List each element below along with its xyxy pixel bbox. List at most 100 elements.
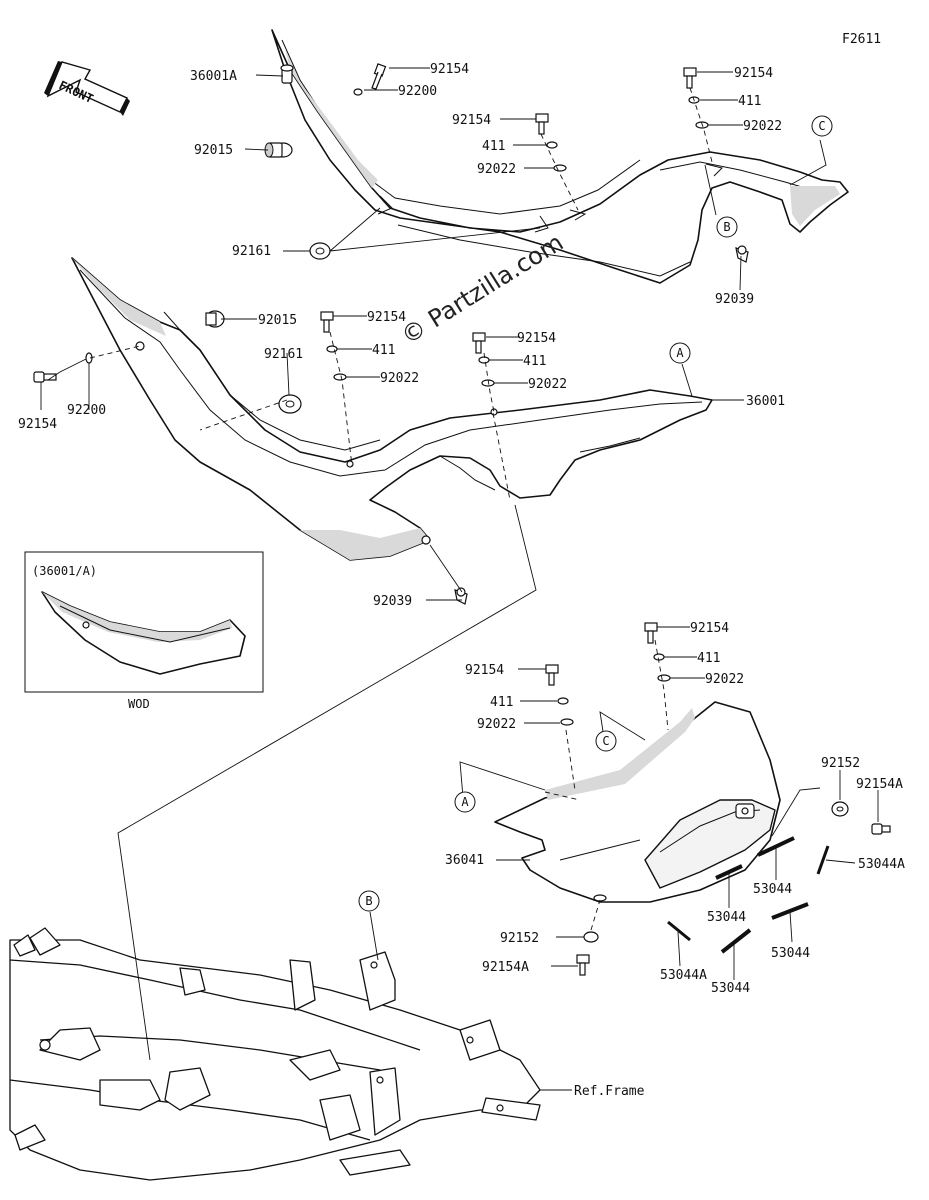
label-92154: 92154 bbox=[430, 62, 469, 77]
label-411: 411 bbox=[372, 343, 395, 358]
callout-b-top: B bbox=[716, 216, 738, 238]
bolt-92154-cowl-left bbox=[545, 664, 559, 686]
label-92154: 92154 bbox=[452, 113, 491, 128]
nut-92022-cowl-right bbox=[657, 674, 671, 682]
washer-92200-top bbox=[353, 88, 363, 96]
label-92022: 92022 bbox=[477, 717, 516, 732]
bolt-92154-mid-a bbox=[535, 113, 549, 135]
strip-53044A-b bbox=[667, 920, 691, 942]
washer-411-cowl-left bbox=[557, 697, 569, 705]
label-92039: 92039 bbox=[715, 292, 754, 307]
svg-text:B: B bbox=[723, 220, 730, 234]
frame-reference bbox=[9, 927, 541, 1181]
washer-411-cowl-right bbox=[653, 653, 665, 661]
label-92161: 92161 bbox=[264, 347, 303, 362]
inset-variant-box: (36001/A) WOD bbox=[24, 551, 264, 711]
hole-left bbox=[135, 341, 145, 351]
grommet-92015-lower bbox=[205, 310, 225, 328]
label-36041: 36041 bbox=[445, 853, 484, 868]
label-53044: 53044 bbox=[707, 910, 746, 925]
label-53044: 53044 bbox=[711, 981, 750, 996]
hole-right bbox=[490, 408, 498, 416]
side-cover-upper bbox=[271, 29, 849, 284]
label-92015: 92015 bbox=[258, 313, 297, 328]
label-92152: 92152 bbox=[821, 756, 860, 771]
label-92022: 92022 bbox=[380, 371, 419, 386]
label-92152: 92152 bbox=[500, 931, 539, 946]
inset-caption: WOD bbox=[128, 697, 150, 711]
label-53044: 53044 bbox=[753, 882, 792, 897]
label-411: 411 bbox=[490, 695, 513, 710]
label-92161: 92161 bbox=[232, 244, 271, 259]
bolt-92154A-bottom bbox=[576, 954, 590, 976]
nut-92022-cowl-left bbox=[560, 718, 574, 726]
nut-92022-mid-a bbox=[553, 164, 567, 172]
svg-text:C: C bbox=[818, 119, 825, 133]
label-36001A: 36001A bbox=[190, 69, 237, 84]
label-92039: 92039 bbox=[373, 594, 412, 609]
svg-text:B: B bbox=[365, 894, 372, 908]
front-arrow: FRONT bbox=[44, 61, 130, 116]
grommet-92161-lower bbox=[278, 394, 302, 414]
svg-text:C: C bbox=[602, 734, 609, 748]
label-92015: 92015 bbox=[194, 143, 233, 158]
bolt-92154A-right bbox=[871, 823, 891, 835]
hole-mid bbox=[346, 460, 354, 468]
callout-c-top: C bbox=[811, 115, 833, 137]
bolt-92154-center-left bbox=[320, 311, 334, 333]
bolt-92154-top-a bbox=[371, 63, 387, 90]
label-92154: 92154 bbox=[690, 621, 729, 636]
callout-a-cowl: A bbox=[454, 791, 476, 813]
label-92022: 92022 bbox=[705, 672, 744, 687]
rivet-92039-upper bbox=[735, 245, 749, 263]
label-36001: 36001 bbox=[746, 394, 785, 409]
label-53044A: 53044A bbox=[858, 857, 905, 872]
strip-53044A-a bbox=[816, 845, 830, 875]
grommet-92161-upper bbox=[309, 242, 331, 260]
label-92022: 92022 bbox=[743, 119, 782, 134]
washer-411-center-left bbox=[326, 345, 338, 353]
label-92154A: 92154A bbox=[856, 777, 903, 792]
callouts: C B A C A B bbox=[358, 115, 833, 912]
label-92022: 92022 bbox=[528, 377, 567, 392]
leader-lines bbox=[40, 67, 879, 1091]
label-92154: 92154 bbox=[465, 663, 504, 678]
label-53044: 53044 bbox=[771, 946, 810, 961]
bolt-92154-center-right bbox=[472, 332, 486, 354]
label-92154: 92154 bbox=[18, 417, 57, 432]
bolt-92154-right-a bbox=[683, 67, 697, 89]
part-labels: 36001A 92154 92200 92015 92161 92154 411… bbox=[18, 62, 905, 1099]
figure-code: F2611 bbox=[842, 32, 881, 47]
label-92154A: 92154A bbox=[482, 960, 529, 975]
rivet-92039-lower bbox=[454, 587, 468, 605]
label-411: 411 bbox=[523, 354, 546, 369]
hole-rear bbox=[421, 535, 431, 545]
label-92200: 92200 bbox=[67, 403, 106, 418]
callout-c-cowl: C bbox=[595, 730, 617, 752]
label-411: 411 bbox=[738, 94, 761, 109]
side-cover-lower bbox=[71, 257, 713, 561]
label-ref-frame: Ref.Frame bbox=[574, 1084, 645, 1099]
svg-text:A: A bbox=[461, 795, 469, 809]
nut-92152-right bbox=[831, 801, 849, 817]
nut-92022-center-left bbox=[333, 373, 347, 381]
label-92154: 92154 bbox=[734, 66, 773, 81]
label-92154: 92154 bbox=[367, 310, 406, 325]
callout-a-mid: A bbox=[669, 342, 691, 364]
grommet-92015-upper bbox=[264, 142, 293, 158]
clip-36001A bbox=[280, 64, 294, 84]
label-411: 411 bbox=[482, 139, 505, 154]
inset-title: (36001/A) bbox=[32, 564, 97, 578]
label-92200: 92200 bbox=[398, 84, 437, 99]
label-53044A: 53044A bbox=[660, 968, 707, 983]
label-411: 411 bbox=[697, 651, 720, 666]
washer-411-mid-a bbox=[546, 141, 558, 149]
washer-411-center-right bbox=[478, 356, 490, 364]
hardware-lower bbox=[33, 310, 495, 605]
nut-92152-bottom bbox=[583, 931, 599, 943]
callout-b-frame: B bbox=[358, 890, 380, 912]
bolt-92154-left bbox=[33, 371, 57, 383]
label-92154: 92154 bbox=[517, 331, 556, 346]
